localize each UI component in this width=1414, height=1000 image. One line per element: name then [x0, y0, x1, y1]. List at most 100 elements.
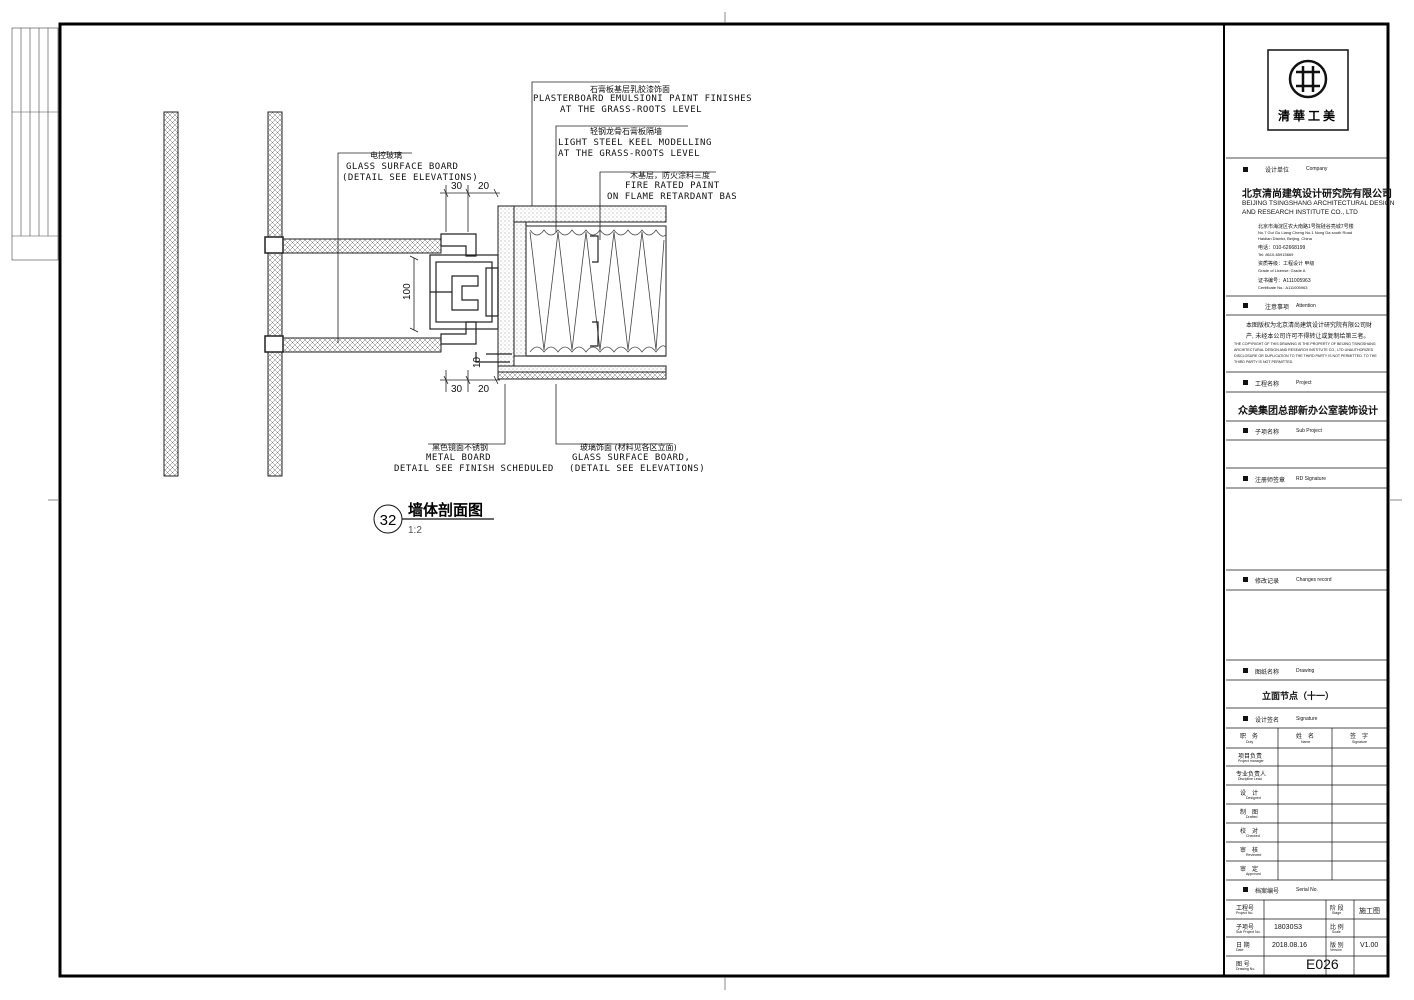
date-value: 2018.08.16	[1272, 942, 1308, 949]
signature-label-en: Signature	[1296, 716, 1318, 722]
sig-row-approved: 审 定	[1240, 867, 1259, 873]
drawing-no-value: E026	[1306, 956, 1339, 972]
dim-100: 100	[402, 283, 413, 300]
serial-label-en: Serial No.	[1296, 887, 1318, 893]
notice-cn2: 产, 未经本公司许可不得转让或复制给第三者。	[1246, 334, 1370, 340]
drawing-label-cn: 图纸名称	[1255, 670, 1280, 676]
company-name-cn: 北京清尚建筑设计研究院有限公司	[1242, 189, 1392, 200]
sig-head-duty-cn: 职 务	[1240, 734, 1259, 740]
callout-plaster-en1: PLASTERBOARD EMULSIONI PAINT FINISHES	[533, 94, 752, 104]
notice-en2: ARCHITECTURAL DESIGN AND RESEARCH INSTIT…	[1234, 348, 1374, 352]
sig-row-designed: 设 计	[1240, 791, 1259, 797]
sig-row-discipline-lead-en: Discipline Lead	[1238, 777, 1262, 781]
phone: 电话：010-62668199	[1258, 245, 1306, 251]
dim-20-top: 20	[478, 181, 490, 192]
drawing-label-en: Drawing	[1296, 668, 1315, 674]
logo-text: 清華工美	[1278, 108, 1338, 123]
stage-value: 施工图	[1359, 908, 1380, 915]
version-value: V1.00	[1360, 942, 1379, 949]
drawing-no-label: 图 号	[1236, 962, 1250, 968]
grade-cn: 资质等级：工程设计 甲级	[1258, 261, 1315, 267]
project-no-label: 工程号	[1236, 906, 1255, 912]
detail-marker	[373, 504, 494, 534]
notice-cn1: 本图版权为北京清尚建筑设计研究院有限公司财	[1246, 323, 1373, 329]
date-label: 日 期	[1236, 943, 1250, 949]
notice-en4: THIRD PARTY IS NOT PERMITTED.	[1234, 360, 1294, 364]
section-markers	[1243, 167, 1248, 892]
rd-signature-label-en: RD Signature	[1296, 476, 1327, 482]
version-label-en: Version	[1330, 948, 1342, 952]
title-block-lines	[1226, 49, 1388, 976]
glass-partition	[264, 111, 442, 477]
sig-head-duty-en: Duty	[1246, 740, 1254, 744]
sig-row-project-manager-en: Project manager	[1238, 759, 1264, 763]
glass-panel-left	[163, 111, 179, 477]
scale-label-en: Scale	[1332, 930, 1341, 934]
changes-label-cn: 修改记录	[1255, 579, 1280, 585]
dim-10: 10	[472, 356, 483, 368]
callout-fire-cn: 木基层，防火涂料三度	[630, 170, 710, 180]
subproject-label-en: Sub Project	[1296, 428, 1322, 434]
sig-row-checked: 校 对	[1240, 829, 1259, 835]
callout-keel-cn: 轻钢龙骨石膏板隔墙	[590, 126, 662, 136]
signature-label-cn: 设计签名	[1255, 718, 1280, 724]
address-en2: Haidian District, Beijing, China	[1258, 236, 1312, 241]
callout-glass-cn: 电控玻璃	[370, 150, 402, 160]
leader-lines	[337, 81, 716, 445]
attention-label-cn: 注意事项	[1265, 305, 1290, 311]
date-label-en: Date	[1236, 948, 1244, 952]
fax: Tel: 8610-65915669	[1258, 252, 1294, 257]
sig-row-designed-en: Designed	[1246, 796, 1261, 800]
subproject-label-cn: 子项名称	[1255, 430, 1280, 436]
callout-glass2-en2: (DETAIL SEE ELEVATIONS)	[569, 464, 705, 474]
sig-row-discipline-lead: 专业负责人	[1236, 772, 1267, 778]
dim-30-top: 30	[451, 181, 463, 192]
sheet-frame	[48, 12, 1402, 990]
cert-cn: 证书编号：A111005963	[1258, 278, 1311, 284]
company-label-en: Company	[1306, 166, 1328, 172]
project-name: 众美集团总部新办公室装饰设计	[1238, 406, 1378, 417]
margin-stamp-table	[11, 27, 59, 261]
sig-row-reviewed: 审 核	[1240, 848, 1259, 854]
drawing-name: 立面节点（十一）	[1262, 691, 1335, 701]
callout-plaster-en2: AT THE GRASS-ROOTS LEVEL	[560, 105, 702, 115]
serial-label-cn: 档案编号	[1255, 889, 1280, 895]
sig-row-approved-en: Approved	[1246, 872, 1261, 876]
sig-head-name-en: Name	[1301, 740, 1311, 744]
detail-number: 32	[380, 512, 397, 529]
dimensions	[409, 185, 500, 392]
cert-en: Certificate No.: A111005963	[1258, 285, 1308, 290]
scale-label: 比 例	[1330, 925, 1344, 931]
sig-row-project-manager: 项目负责	[1238, 754, 1263, 760]
sig-head-sign-en: Signature	[1352, 740, 1367, 744]
callout-glass-en1: GLASS SURFACE BOARD	[346, 162, 458, 172]
callout-keel-en2: AT THE GRASS-ROOTS LEVEL	[558, 149, 700, 159]
grade-en: Grade of License: Grade A	[1258, 268, 1306, 273]
address-en1: No.7 Gui Gu Liang Cheng No.1 Nong Da sou…	[1258, 230, 1353, 235]
callout-glass2-cn: 玻璃饰面 (材料见各区立面)	[580, 442, 677, 452]
wall-section	[497, 205, 667, 380]
callout-plaster-cn: 石膏板基层乳胶漆饰面	[590, 84, 670, 94]
callout-keel-en1: LIGHT STEEL KEEL MODELLING	[558, 138, 712, 148]
dim-30-bottom: 30	[451, 384, 463, 395]
callout-metal-cn: 黑色镜面不锈钢	[432, 442, 488, 452]
address-cn: 北京市海淀区农大南路1号院硅谷亮城7号楼	[1258, 224, 1354, 230]
sig-head-sign-cn: 签 字	[1350, 734, 1369, 740]
project-no-label-en: Project No.	[1236, 911, 1254, 915]
sig-row-reviewed-en: Reviewed	[1246, 853, 1262, 857]
company-name-en1: BEIJING TSINGSHANG ARCHITECTURAL DESIGN	[1242, 200, 1395, 207]
attention-label-en: Attention	[1296, 303, 1316, 309]
sig-row-drafted: 制 图	[1240, 810, 1259, 816]
subproject-no-label: 子项号	[1236, 925, 1255, 931]
project-label-cn: 工程名称	[1255, 382, 1280, 388]
sig-row-checked-en: Checked	[1246, 834, 1260, 838]
callout-glass-en2: (DETAIL SEE ELEVATIONS)	[342, 173, 478, 183]
callout-glass2-en1: GLASS SURFACE BOARD,	[572, 453, 690, 463]
sig-row-drafted-en: Drafted	[1246, 815, 1258, 819]
detail-scale: 1:2	[408, 525, 422, 536]
project-label-en: Project	[1296, 380, 1312, 386]
notice-en3: DISCLOSURE OR DUPLICATION TO THE THIRD P…	[1234, 354, 1377, 358]
callout-metal-en2: DETAIL SEE FINISH SCHEDULED	[394, 464, 554, 474]
rd-signature-label-cn: 注册师签章	[1255, 478, 1286, 484]
drawing-no-label-en: Drawing No.	[1236, 967, 1256, 971]
